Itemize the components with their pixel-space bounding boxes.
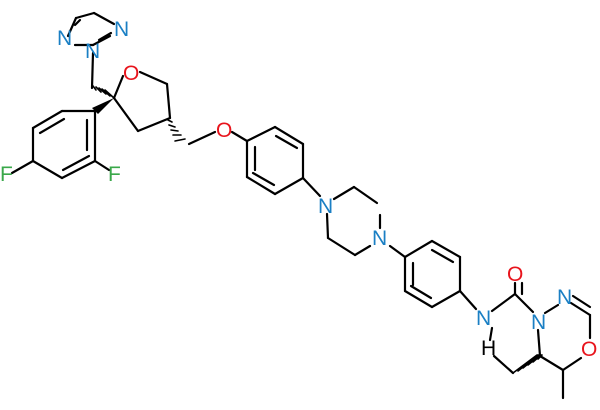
atom-label-n: N — [57, 27, 72, 50]
bond — [274, 134, 299, 150]
bond — [61, 154, 91, 172]
atom-label-layer: N N N O F F O N N O N N N O H — [0, 18, 597, 361]
bond — [325, 212, 330, 240]
bond — [93, 159, 111, 172]
bond — [301, 176, 322, 198]
bond — [187, 130, 217, 146]
bond — [430, 248, 455, 264]
atom-label-n: N — [531, 311, 546, 334]
bond — [326, 236, 357, 257]
wedge-bond — [92, 98, 114, 114]
hashed-bond — [512, 354, 543, 374]
bond — [31, 159, 64, 180]
bond — [10, 159, 35, 175]
bond — [97, 31, 113, 42]
atom-label-f: F — [108, 163, 121, 186]
bond — [513, 292, 535, 314]
bond — [74, 11, 96, 20]
bond — [332, 185, 356, 201]
atom-label-n: N — [372, 227, 387, 250]
hashed-bond — [167, 119, 186, 142]
bond — [352, 185, 379, 205]
bond — [403, 239, 434, 259]
bond — [571, 294, 592, 309]
bond — [60, 159, 97, 180]
bond — [543, 303, 560, 315]
bond — [38, 117, 66, 135]
bond — [66, 16, 78, 38]
atom-label-o: O — [216, 119, 232, 142]
bond-layer — [10, 11, 592, 400]
atom-label-o: O — [507, 263, 523, 286]
atom-label-n: N — [557, 286, 572, 309]
bond — [31, 109, 64, 130]
atom-label-n: N — [114, 18, 129, 41]
atom-label-o: O — [123, 62, 139, 85]
bond — [458, 289, 478, 311]
atom-label-h: H — [481, 337, 496, 360]
atom-label-n: N — [85, 40, 100, 63]
bond — [112, 96, 140, 133]
bond — [91, 34, 112, 47]
bond — [569, 301, 592, 317]
bond — [273, 176, 305, 196]
bond — [90, 51, 95, 90]
bond — [251, 171, 276, 187]
bond — [403, 289, 434, 309]
bond — [73, 18, 82, 27]
hashed-bond — [92, 85, 115, 99]
atom-label-n: N — [476, 307, 491, 330]
bond — [430, 289, 462, 309]
bond — [353, 244, 372, 257]
bond — [538, 354, 565, 372]
atom-label-f: F — [0, 163, 13, 186]
bond — [388, 244, 407, 259]
bond — [245, 125, 277, 143]
bond — [230, 130, 249, 143]
bond — [136, 116, 172, 133]
bond — [112, 74, 125, 100]
bond — [138, 70, 169, 86]
bond — [165, 82, 172, 120]
bond — [409, 284, 433, 300]
bond — [536, 328, 542, 358]
bond — [273, 125, 305, 146]
bond — [490, 292, 517, 313]
bond — [430, 239, 462, 259]
bond — [488, 326, 494, 342]
bond — [245, 175, 277, 196]
atom-label-n: N — [318, 195, 333, 218]
bond — [492, 354, 515, 375]
atom-label-o: O — [581, 338, 597, 361]
bond — [561, 356, 583, 372]
bond — [92, 11, 116, 26]
